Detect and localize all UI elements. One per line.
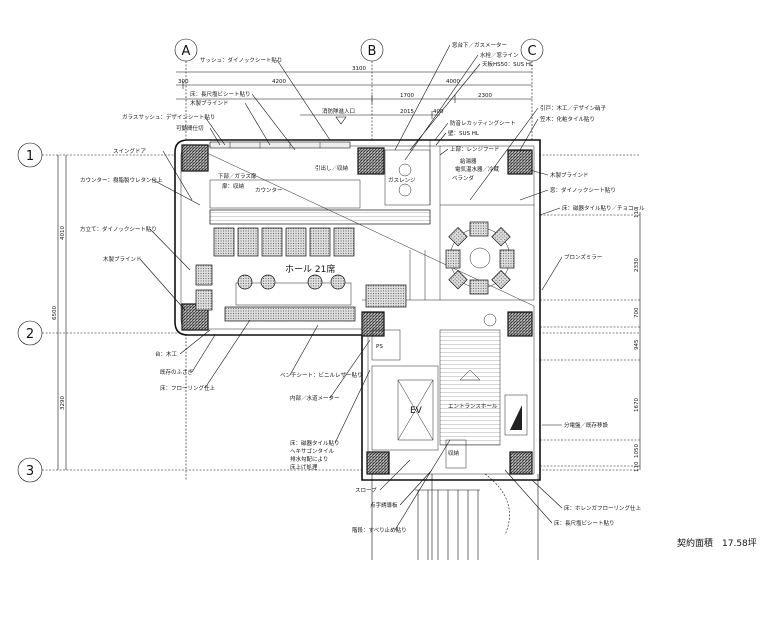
label-stand: 台：木工 <box>155 350 178 358</box>
column <box>366 451 390 475</box>
label-faucet: 水栓／窓ライン <box>480 51 519 59</box>
label-water-heater: 給湯器 <box>460 157 477 165</box>
dim-right: 945 <box>634 339 640 350</box>
exterior-stairs <box>371 473 539 560</box>
label-blind-right: 木製ブラインド <box>550 171 589 179</box>
dim-right: 110 <box>634 461 640 472</box>
label-mullion: 方立て：ダイノックシート貼り <box>80 225 157 233</box>
label-range-hood: 上部：レンジフード <box>450 145 500 153</box>
contract-area: 契約面積 17.58坪 <box>677 537 757 549</box>
dimensions: 3100 4200 4000 300 1700 2300 2015 400 65… <box>52 66 641 472</box>
label-closure: 既存のふさぎ <box>160 368 194 376</box>
column <box>507 311 533 337</box>
lower-shelf-label: 下部／ガラス扉 <box>218 172 257 180</box>
column <box>181 144 209 172</box>
label-coping: 笠木：化粧タイル貼り <box>540 115 595 123</box>
grid-row-1: 1 <box>26 149 34 164</box>
ev-label: EV <box>410 406 423 416</box>
closet-label: 収納 <box>448 449 460 457</box>
dim-right: 1670 <box>634 398 640 412</box>
label-floor-vinyl: 床：長尺塩ビシート貼り <box>190 90 251 98</box>
label-floor-vinyl-bottom: 床：長尺塩ビシート貼り <box>554 519 615 527</box>
label-floor-flooring: 床：フローリング仕上 <box>160 384 216 392</box>
label-panel: 分電盤／既存移設 <box>564 421 609 429</box>
grid-row-3: 3 <box>26 464 34 479</box>
gas-range-label: ガスレンジ <box>388 176 416 184</box>
fire-entry-marker <box>335 116 347 125</box>
label-braille: 点字誘導板 <box>370 501 398 509</box>
dim-3290: 3290 <box>60 396 66 410</box>
label-floor-tile: 床：磁器タイル貼り <box>290 439 340 447</box>
label-glass-sash: ガラスサッシュ：デザインシート貼り <box>122 113 215 121</box>
column <box>361 311 385 337</box>
grid-col-a: A <box>182 44 191 59</box>
label-floor-tile: 排水勾配により <box>290 455 328 463</box>
label-bench: ベンチシート：ビニルレザー貼り <box>280 371 363 379</box>
label-slope: スロープ <box>355 487 377 494</box>
dim-4200: 4200 <box>272 79 286 85</box>
label-swing-door: スイングドア <box>113 147 147 155</box>
dim-1700: 1700 <box>400 93 414 99</box>
label-counter: カウンター：樹脂製ウレタン仕上 <box>80 176 163 184</box>
label-blind-left: 木製ブラインド <box>103 255 142 263</box>
column <box>509 451 533 475</box>
pull-out-label: 引出し／収納 <box>315 164 349 172</box>
label-gas-meter: 窓台下／ガスメーター <box>452 41 507 49</box>
label-floor-brick: 床：ホレンガフローリング仕上 <box>564 504 642 512</box>
dim-2015: 2015 <box>400 109 414 115</box>
label-water-meter: 内部／水道メーター <box>290 394 340 402</box>
dim-6500: 6500 <box>52 306 58 320</box>
label-partition: 可動間仕切 <box>176 124 204 132</box>
label-sliding-door: 引戸：木工／デザイン硝子 <box>540 104 607 112</box>
grid-row-2: 2 <box>26 327 34 342</box>
seating-area: ホール 21席 カウンター 下部／ガラス扉 扉：収納 引出し／収納 ガスレンジ <box>195 149 431 322</box>
dim-right: 110 <box>634 207 640 218</box>
dim-4010: 4010 <box>60 226 66 240</box>
label-blind: 木製ブラインド <box>190 99 229 107</box>
dim-top-total: 3100 <box>352 66 366 72</box>
label-stairs: 階段：すべり止め貼り <box>352 526 407 534</box>
dim-right: 2330 <box>634 258 640 272</box>
dim-300: 300 <box>178 79 189 85</box>
leader-lines <box>139 44 563 531</box>
dim-right: 700 <box>634 307 640 318</box>
label-top-board: 天板HS50：SUS HL <box>482 60 534 68</box>
label-water-heater: 電気温水器／冷蔵 <box>455 165 500 173</box>
label-bronze-mirror: ブロンズミラー <box>564 253 602 261</box>
dim-4000: 4000 <box>446 79 460 85</box>
label-window-right: 窓：ダイノックシート貼り <box>550 186 616 194</box>
label-wall-sus: 壁：SUS HL <box>448 129 480 137</box>
entrance-label: エントランスホール <box>448 403 498 410</box>
label-veranda: ベランダ <box>452 174 475 182</box>
dim-right: 1050 <box>634 444 640 458</box>
column <box>357 147 385 175</box>
storage-label: 扉：収納 <box>222 182 245 190</box>
label-cutting-sheet: 防音レカッティングシート <box>450 119 516 127</box>
fire-entry-label: 消防隊進入口 <box>322 107 355 115</box>
grid-col-b: B <box>368 44 377 59</box>
label-floor-tile: 床上げ処理 <box>290 463 318 471</box>
kitchen-counter-label: カウンター <box>255 186 283 194</box>
ps-label: PS <box>376 344 383 350</box>
label-floor-tile: ヘキサゴンタイル <box>290 447 335 455</box>
label-sash: サッシュ：ダイノックシート貼り <box>200 56 282 64</box>
entrance-core: EV エントランスホール 収納 PS <box>371 329 528 469</box>
column <box>507 149 533 175</box>
label-floor-tile-right: 床：磁器タイル貼り／チョコール <box>562 204 645 212</box>
hall-label: ホール 21席 <box>285 263 335 275</box>
balcony-table <box>445 221 515 327</box>
dim-2300: 2300 <box>478 93 492 99</box>
annotations: サッシュ：ダイノックシート貼り 床：長尺塩ビシート貼り 木製ブラインド ガラスサ… <box>80 41 645 534</box>
grid-col-c: C <box>527 44 536 59</box>
